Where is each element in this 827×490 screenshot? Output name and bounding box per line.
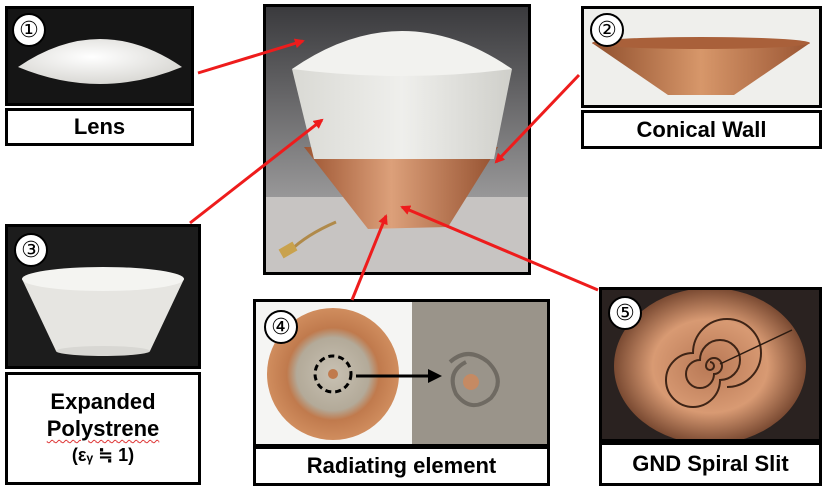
- lens-label: Lens: [5, 108, 194, 146]
- conical-wall-label: Conical Wall: [581, 110, 822, 149]
- expanded-label-line1: Expanded: [50, 389, 156, 414]
- radiating-element-photo: ④: [253, 299, 550, 447]
- lens-photo: ①: [5, 6, 194, 106]
- panel-number-2: ②: [590, 13, 624, 47]
- permittivity-label: (εᵧ ≒ 1): [71, 445, 135, 465]
- expanded-polystrene-label: Expanded Polystrene (εᵧ ≒ 1): [5, 372, 201, 485]
- expanded-label-line2: Polystrene: [46, 416, 160, 441]
- panel-number-5: ⑤: [608, 296, 642, 330]
- panel-number-1: ①: [12, 13, 46, 47]
- panel-number-3: ③: [14, 233, 48, 267]
- radiating-element-label: Radiating element: [253, 446, 550, 486]
- conical-wall-photo: ②: [581, 6, 822, 108]
- expanded-polystrene-photo: ③: [5, 224, 201, 369]
- panel-number-4: ④: [264, 310, 298, 344]
- gnd-spiral-slit-photo: ⑤: [599, 287, 822, 442]
- gnd-spiral-slit-label: GND Spiral Slit: [599, 442, 822, 486]
- assembled-antenna-photo: [263, 4, 531, 275]
